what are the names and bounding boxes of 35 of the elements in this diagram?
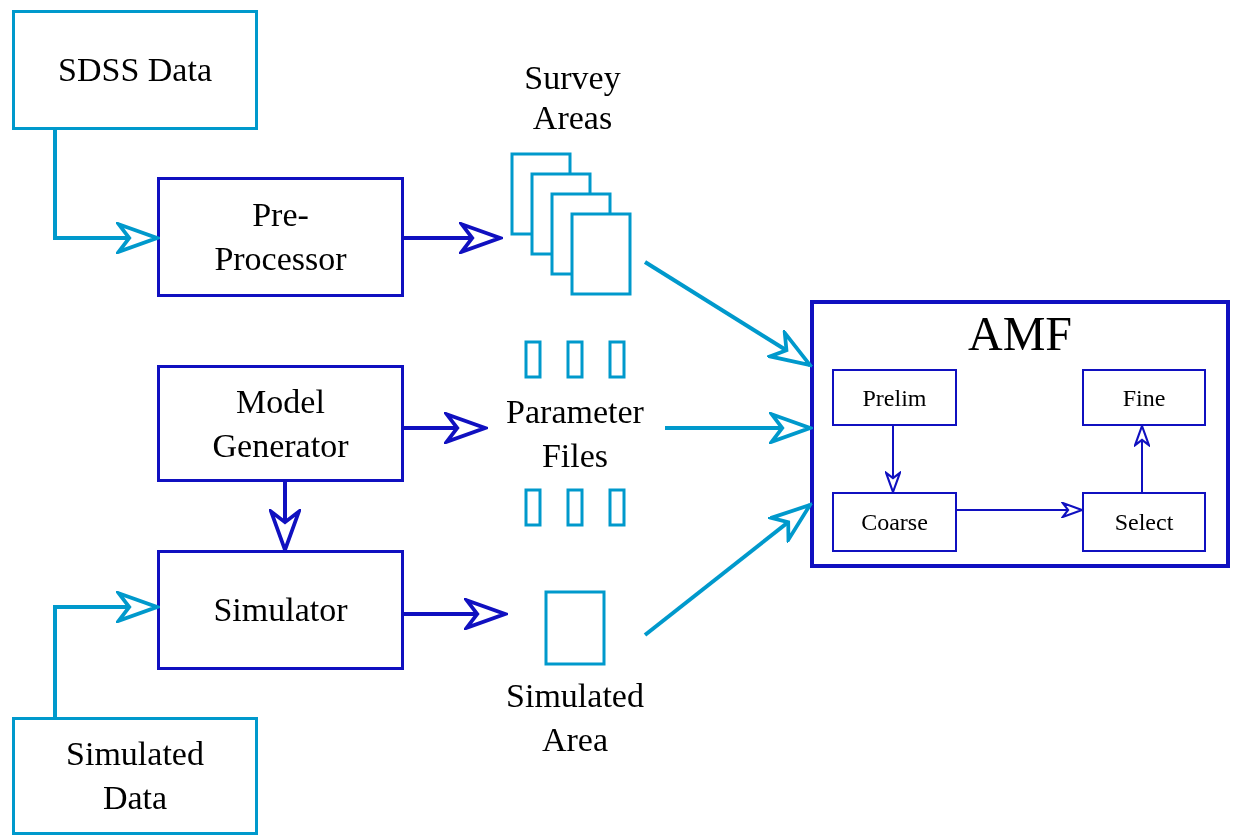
node-label: Prelim — [862, 383, 927, 412]
node-label: Survey Areas — [523, 58, 622, 138]
group-box — [810, 300, 1230, 568]
node-label: Pre-Processor — [213, 195, 348, 279]
node-label: Fine — [1122, 383, 1166, 412]
process-box — [157, 365, 404, 482]
arrow — [404, 598, 507, 630]
process-box — [12, 717, 258, 835]
node-label: Model Generator — [211, 381, 350, 466]
process-box — [157, 177, 404, 297]
node-label: Select — [1114, 508, 1174, 536]
arrow — [404, 412, 487, 444]
node-label: Simulator — [213, 590, 348, 630]
node-label: AMF — [967, 308, 1072, 360]
arrow — [53, 130, 159, 254]
arrow — [643, 503, 812, 637]
arrow — [665, 412, 812, 444]
arrow — [269, 482, 301, 552]
node-label: SDSS Data — [58, 50, 212, 90]
arrow — [1134, 424, 1150, 493]
node-label: Simulated Data — [65, 734, 205, 818]
node-label: Simulated Area — [505, 676, 645, 760]
arrow — [53, 591, 159, 717]
node-label: Coarse — [861, 508, 928, 536]
process-box — [12, 10, 258, 130]
process-box — [1082, 492, 1206, 552]
process-box — [1082, 369, 1206, 426]
process-box — [157, 550, 404, 670]
node-label: Parameter Files — [505, 392, 645, 476]
arrow — [885, 425, 901, 494]
process-box — [832, 492, 957, 552]
process-box — [832, 369, 957, 426]
arrow — [404, 222, 502, 254]
arrow — [956, 502, 1084, 518]
arrow — [643, 260, 812, 367]
